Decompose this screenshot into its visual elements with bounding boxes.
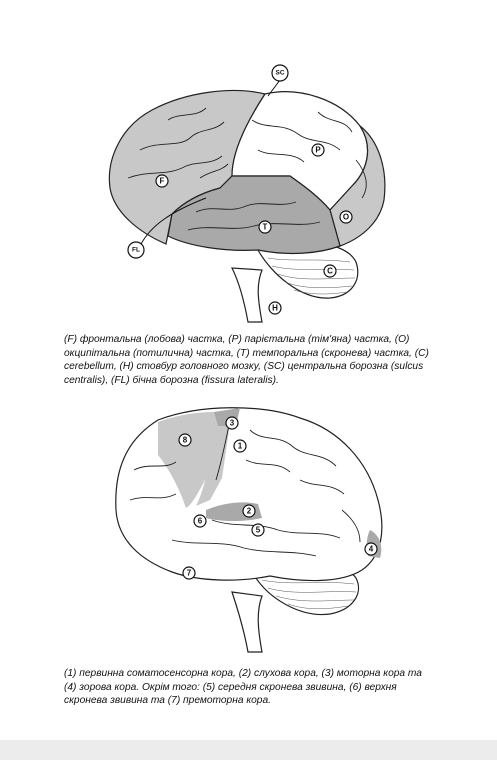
svg-text:5: 5: [256, 526, 261, 535]
cerebellum-folds-2: [261, 579, 357, 609]
brainstem-shape-2: [231, 591, 263, 653]
svg-text:8: 8: [183, 436, 188, 445]
svg-text:SC: SC: [275, 70, 284, 77]
temporal-lobe: [167, 175, 341, 255]
label-6: 6: [193, 514, 207, 528]
figure2-caption: (1) первинна соматосенсорна кора, (2) сл…: [64, 668, 422, 706]
label-3: 3: [225, 416, 239, 430]
label-5: 5: [251, 523, 265, 537]
label-1: 1: [233, 439, 247, 453]
central-sulcus-line: [267, 79, 281, 97]
brainstem-shape: [230, 267, 263, 323]
label-h: H: [268, 301, 282, 315]
svg-text:1: 1: [238, 442, 243, 451]
gyri-lines-2: [129, 419, 361, 557]
label-4: 4: [364, 542, 378, 556]
label-7: 7: [182, 566, 196, 580]
svg-text:FL: FL: [132, 247, 140, 254]
label-8: 8: [178, 433, 192, 447]
footer-bar: [0, 740, 497, 760]
lateral-fissure-line: [139, 197, 207, 247]
svg-text:F: F: [160, 177, 165, 186]
svg-text:H: H: [272, 304, 278, 313]
label-fl: FL: [127, 241, 145, 259]
motor-cortex: [196, 410, 232, 506]
figure1-caption: (F) фронтальна (лобова) частка, (P) парі…: [64, 334, 429, 386]
label-o: O: [339, 210, 353, 224]
label-f: F: [155, 174, 169, 188]
brain-lobes-figure: SC F P O T C H FL: [108, 64, 386, 323]
svg-text:P: P: [315, 146, 321, 155]
label-sc: SC: [271, 64, 289, 82]
svg-text:2: 2: [247, 507, 252, 516]
label-c: C: [323, 264, 337, 278]
hemisphere-shape: [115, 407, 383, 582]
svg-text:T: T: [263, 223, 268, 232]
label-p: P: [311, 143, 325, 157]
gyri-lines: [127, 107, 367, 231]
svg-text:C: C: [327, 267, 333, 276]
label-2: 2: [242, 504, 256, 518]
cerebellum-folds: [267, 257, 356, 295]
svg-text:O: O: [343, 213, 349, 222]
area-8: [158, 412, 214, 508]
svg-text:3: 3: [230, 419, 235, 428]
svg-text:4: 4: [369, 545, 374, 554]
svg-text:7: 7: [187, 569, 192, 578]
label-t: T: [258, 220, 272, 234]
svg-text:6: 6: [198, 517, 203, 526]
brain-areas-figure: 3 8 1 2 6 5 4 7: [115, 407, 383, 653]
